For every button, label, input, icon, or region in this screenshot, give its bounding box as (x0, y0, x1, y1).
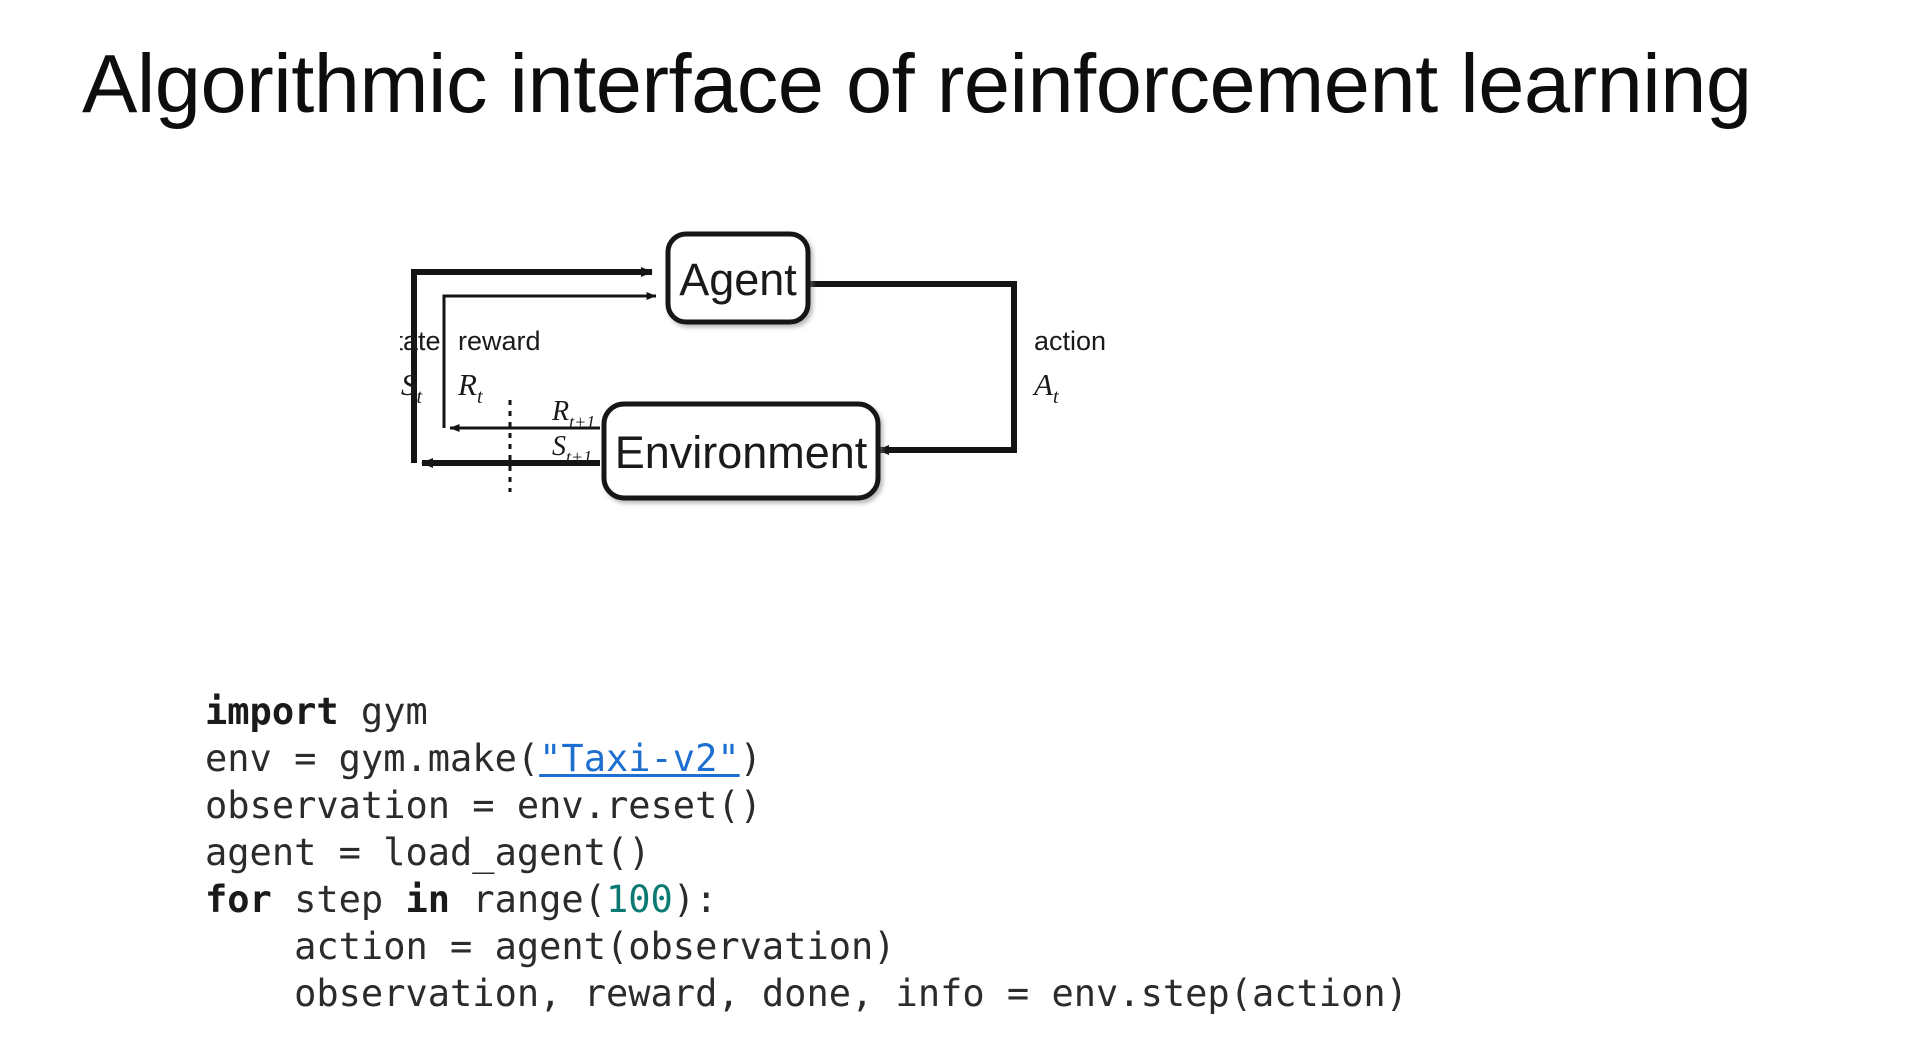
code-text: action = agent(observation) (205, 925, 896, 968)
reward-label-word: reward (458, 326, 541, 356)
next-state-label: St+1 (552, 431, 592, 467)
action-wire (808, 281, 1017, 455)
code-text: observation, reward, done, info = env.st… (205, 972, 1408, 1015)
agent-node: Agent (665, 231, 811, 325)
action-label-symbol: At (1032, 367, 1059, 408)
rl-agent-environment-diagram: Agent Environment state St reward Rt act… (400, 210, 1180, 540)
code-line: for step in range(100): (205, 876, 1408, 923)
reward-label-symbol: Rt (457, 367, 483, 408)
code-keyword: import (205, 690, 339, 733)
code-keyword: in (405, 878, 451, 921)
agent-node-label: Agent (679, 254, 797, 305)
reward-loop-wire (442, 292, 657, 428)
env-id-link[interactable]: "Taxi-v2" (539, 737, 740, 780)
page-title: Algorithmic interface of reinforcement l… (82, 37, 1752, 130)
environment-node: Environment (601, 401, 881, 501)
code-text: ): (672, 878, 718, 921)
code-line: observation = env.reset() (205, 782, 1408, 829)
code-text: step (271, 878, 406, 921)
code-text: ) (739, 737, 762, 780)
state-label-symbol: St (401, 367, 423, 408)
next-reward-label: Rt+1 (551, 396, 595, 432)
action-label-word: action (1034, 326, 1106, 356)
code-text: env = gym.make( (205, 737, 540, 780)
code-line: agent = load_agent() (205, 829, 1408, 876)
code-line: import gym (205, 688, 1408, 735)
code-text: gym (338, 690, 428, 733)
code-number: 100 (605, 878, 673, 921)
code-line: observation, reward, done, info = env.st… (205, 970, 1408, 1017)
state-label-word: state (400, 326, 441, 356)
code-text: agent = load_agent() (205, 831, 651, 874)
code-line: env = gym.make("Taxi-v2") (205, 735, 1408, 782)
environment-node-label: Environment (615, 427, 868, 478)
code-text: range( (450, 878, 606, 921)
code-keyword: for (205, 878, 272, 921)
code-text: observation = env.reset() (205, 784, 762, 827)
code-line: action = agent(observation) (205, 923, 1408, 970)
state-loop-wire (411, 267, 653, 463)
